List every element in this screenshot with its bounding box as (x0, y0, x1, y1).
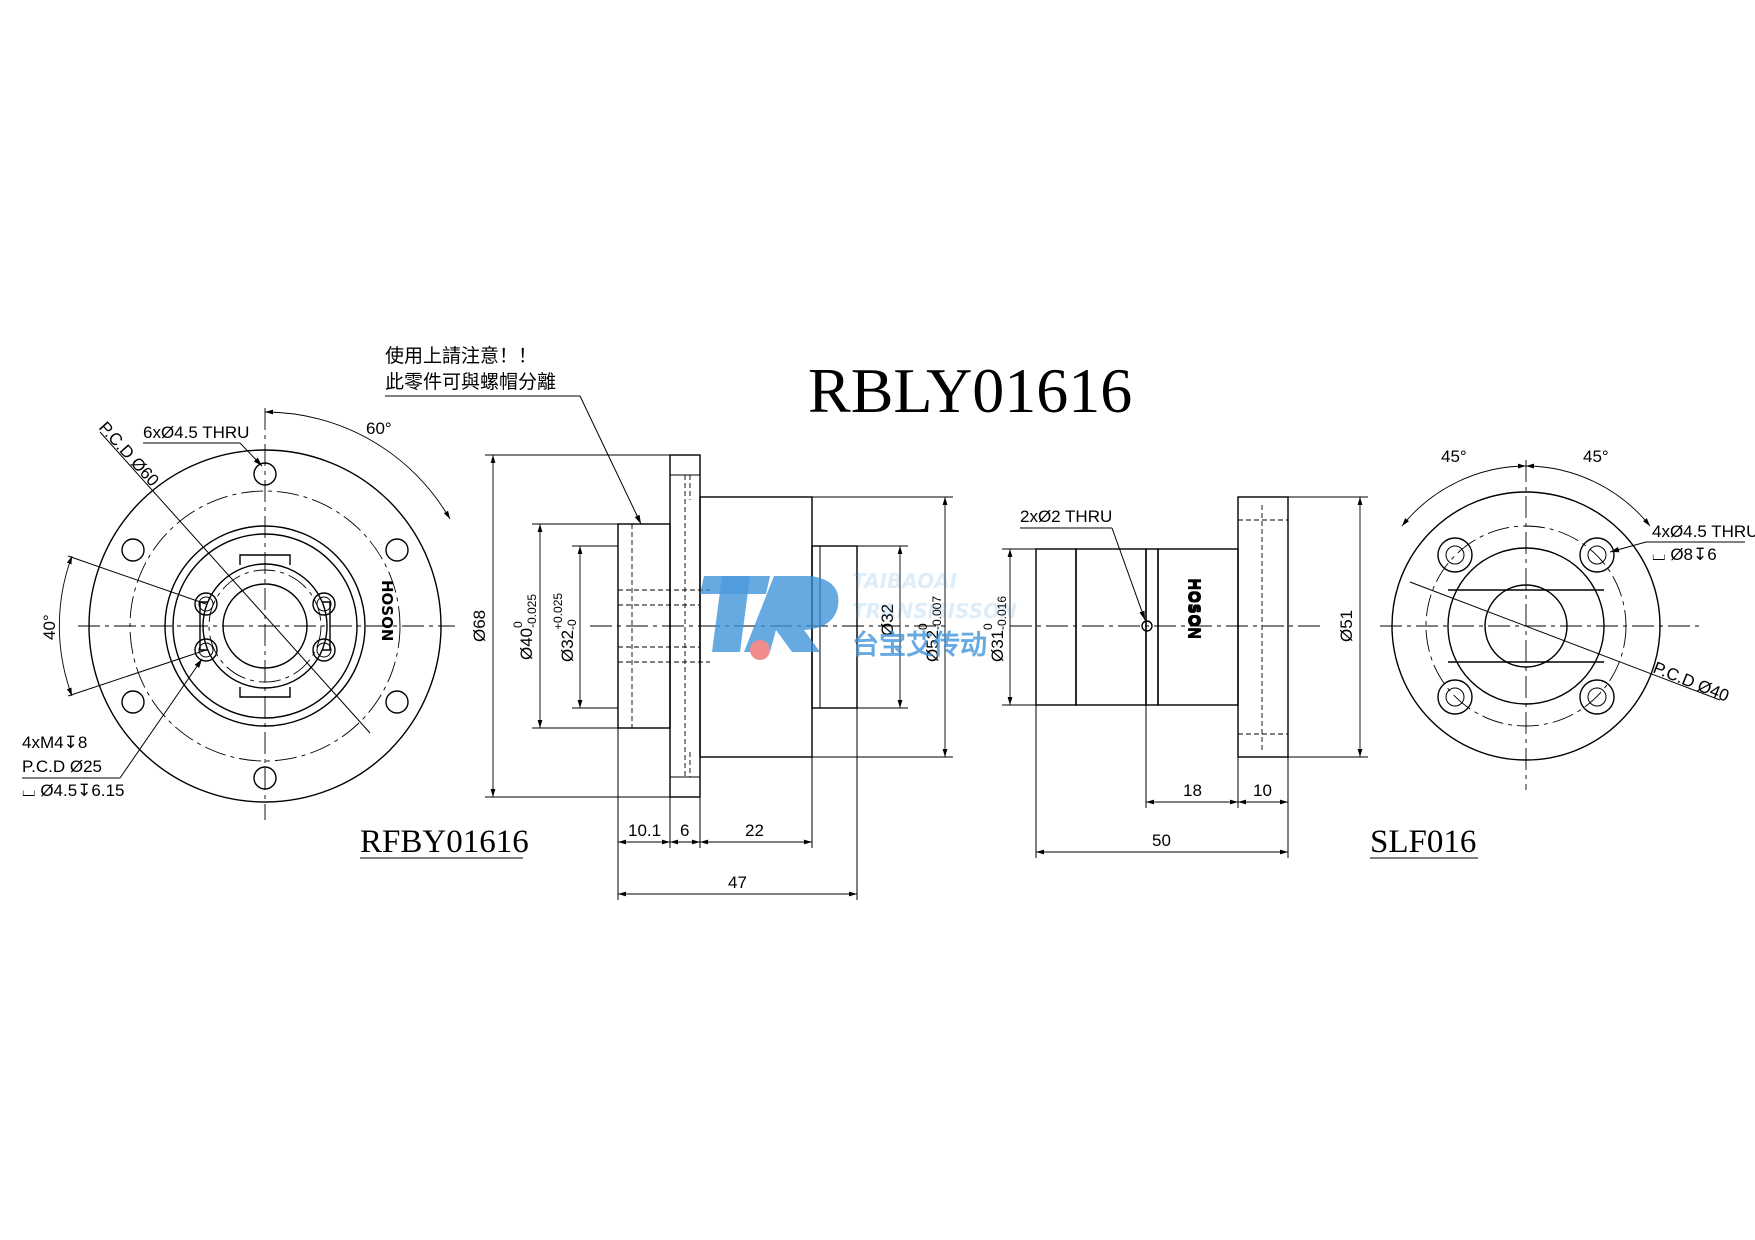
right-angle-right: 45° (1583, 447, 1609, 466)
right-end-view: 45° 45° 4xØ4.5 THRU ⌴ Ø8↧6 P.C.D Ø40 SLF… (1370, 447, 1755, 860)
front-view-support: HOSON 2xØ2 THRU Ø31 0 -0.016 Ø51 18 10 5… (981, 496, 1368, 858)
note-line-1: 使用上請注意！！ (385, 345, 537, 367)
dim-d68: Ø68 (470, 610, 489, 642)
dim-d52-tol-low: -0.007 (930, 596, 944, 630)
dim-w22: 22 (745, 821, 764, 840)
cbore-callout: ⌴ Ø4.5↧6.15 (22, 781, 125, 800)
pin-callout: 2xØ2 THRU (1020, 507, 1112, 526)
dim-d32h-tol-up: +0.025 (551, 593, 565, 630)
right-cbore-callout: ⌴ Ø8↧6 (1652, 545, 1717, 564)
dim-d32h: Ø32 (558, 630, 577, 662)
dim-w10-1: 10.1 (628, 821, 661, 840)
front-view-nut: HOSON Ø68 Ø40 0 -0.025 Ø32 +0.025 -0 Ø32… (470, 454, 1202, 900)
right-part-label: SLF016 (1370, 824, 1476, 860)
tap-callout: 4xM4↧8 (22, 733, 87, 752)
support-brand: HOSON (1186, 578, 1204, 639)
dim-w50: 50 (1152, 831, 1171, 850)
right-holes-callout: 4xØ4.5 THRU (1652, 522, 1755, 541)
dim-d52-tol-up: 0 (916, 623, 930, 630)
left-angle-40: 40° (40, 614, 59, 640)
dim-d40-tol-up: 0 (511, 621, 525, 628)
drawing-title: RBLY01616 (808, 355, 1132, 426)
watermark-logo-icon (700, 576, 839, 660)
dim-d31-tol-low: -0.016 (995, 596, 1009, 630)
dim-w18: 18 (1183, 781, 1202, 800)
right-pcd-callout: P.C.D Ø40 (1651, 658, 1732, 706)
dim-w6: 6 (680, 821, 689, 840)
dim-d31-tol-up: 0 (981, 623, 995, 630)
left-face-brand: HOSON (378, 580, 396, 641)
dim-d52: Ø52 (923, 630, 942, 662)
tap-pcd-callout: P.C.D Ø25 (22, 757, 102, 776)
watermark-en-2: TRANSMISSON (852, 599, 1017, 623)
dim-d40-tol-low: -0.025 (525, 594, 539, 628)
watermark-cn: 台宝艾传动 (852, 629, 987, 661)
dim-d32: Ø32 (878, 604, 897, 636)
note-line-2: 此零件可與螺帽分離 (385, 371, 556, 393)
left-end-view: HOSON 6xØ4.5 THRU P.C.D Ø60 60° 40° 4xM4… (22, 408, 529, 860)
dim-w10: 10 (1253, 781, 1272, 800)
left-part-label: RFBY01616 (360, 824, 529, 860)
dim-d32h-tol-low: -0 (565, 619, 579, 630)
right-angle-left: 45° (1441, 447, 1467, 466)
dim-d40: Ø40 (517, 628, 536, 660)
left-holes-callout: 6xØ4.5 THRU (143, 423, 249, 442)
dim-w47: 47 (728, 873, 747, 892)
usage-note: 使用上請注意！！ 此零件可與螺帽分離 (385, 345, 642, 525)
nut-brand: HOSON (1184, 578, 1202, 639)
dim-d51: Ø51 (1337, 610, 1356, 642)
watermark: TAIBAOAI TRANSMISSON 台宝艾传动 (700, 569, 1017, 661)
left-angle-60: 60° (366, 419, 392, 438)
watermark-en-1: TAIBAOAI (852, 569, 958, 593)
dim-d31: Ø31 (988, 630, 1007, 662)
